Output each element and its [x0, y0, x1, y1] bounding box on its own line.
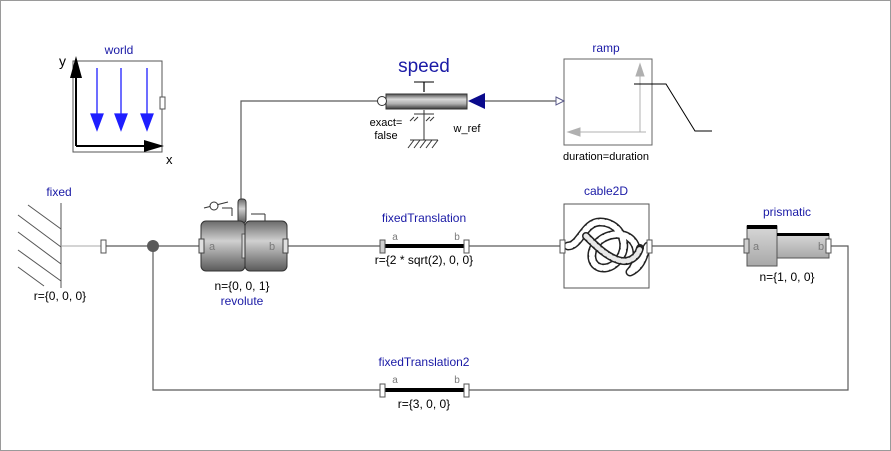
revolute-frame-a-connector[interactable] — [198, 238, 205, 254]
world-axis-y-label: y — [59, 53, 66, 69]
fixed-r-param: r={0, 0, 0} — [34, 289, 86, 303]
fixedTranslation2-port-b-label: b — [454, 375, 460, 386]
prismatic-label: prismatic — [763, 205, 811, 219]
cable2D-frame-b-connector[interactable] — [646, 239, 653, 254]
ramp-curve-icon — [634, 83, 712, 132]
speed-support-ground-icon — [407, 110, 439, 149]
ramp-component[interactable]: ramp duration=duration — [555, 41, 712, 163]
fixedTranslation2-port-a-label: a — [392, 375, 398, 386]
fixedTranslation-label: fixedTranslation — [382, 211, 466, 225]
speed-cylinder-icon — [385, 93, 468, 110]
ramp-graph-icon — [566, 62, 646, 137]
prismatic-frame-b-connector[interactable] — [825, 238, 832, 254]
connections — [106, 100, 849, 391]
fixedTranslation-component[interactable]: fixedTranslation a b r={2 * sqrt(2), 0, … — [375, 211, 473, 267]
revolute-component[interactable]: a b n={0, 0, 1} revolute — [198, 198, 289, 308]
connection-junction-dot — [147, 240, 159, 252]
fixedTranslation-port-b-label: b — [454, 232, 460, 243]
speed-flange-connector[interactable] — [377, 96, 387, 106]
prismatic-housing-icon — [746, 225, 778, 267]
fixedTranslation-frame-a-connector[interactable] — [379, 239, 386, 254]
cable2D-component[interactable]: cable2D — [559, 184, 653, 289]
fixed-ground-hatch-icon — [17, 203, 104, 288]
revolute-label: revolute — [221, 294, 264, 308]
fixedTranslation2-component[interactable]: fixedTranslation2 a b r={3, 0, 0} — [379, 355, 470, 411]
fixedTranslation-r-param: r={2 * sqrt(2), 0, 0} — [375, 253, 473, 267]
prismatic-slider-icon — [776, 233, 830, 259]
prismatic-n-param: n={1, 0, 0} — [759, 270, 814, 284]
revolute-right-drum-icon — [244, 220, 288, 272]
revolute-n-param: n={0, 0, 1} — [214, 279, 269, 293]
speed-exact-param: exact=false — [370, 117, 403, 142]
fixedTranslation2-frame-a-connector[interactable] — [379, 383, 386, 398]
fixed-frame-connector[interactable] — [100, 239, 107, 254]
ramp-output-connector[interactable] — [555, 96, 566, 106]
speed-component[interactable]: speed exact=false w_ref — [370, 56, 485, 149]
world-component[interactable]: world y x — [59, 43, 173, 167]
speed-label: speed — [398, 56, 450, 77]
fixed-component[interactable]: fixed r={0, 0, 0} — [17, 185, 107, 303]
prismatic-port-a-label: a — [753, 241, 760, 253]
prismatic-frame-a-connector[interactable] — [743, 238, 750, 254]
prismatic-component[interactable]: prismatic a b n={1, 0, 0} — [743, 205, 832, 284]
world-frame-connector[interactable] — [159, 96, 166, 110]
world-axis-x-label: x — [166, 152, 173, 167]
speed-exact-param-line2: false — [374, 130, 397, 142]
connection-fixedTranslation2-fixed[interactable] — [152, 246, 382, 391]
world-axes-icon — [70, 56, 164, 152]
revolute-frame-b-connector[interactable] — [282, 238, 289, 254]
connection-prismatic-fixedTranslation2[interactable] — [466, 245, 849, 391]
ramp-label: ramp — [592, 41, 620, 55]
revolute-port-a-label: a — [209, 241, 216, 253]
revolute-port-b-label: b — [269, 241, 275, 253]
revolute-drive-icon — [203, 201, 266, 222]
ramp-duration-param: duration=duration — [563, 151, 649, 163]
cable2D-knot-icon — [563, 217, 653, 277]
cable2D-frame-a-connector[interactable] — [559, 239, 566, 254]
connection-revolute-speed[interactable] — [240, 100, 382, 210]
speed-input-connector[interactable] — [468, 93, 485, 109]
fixedTranslation2-r-param: r={3, 0, 0} — [398, 397, 450, 411]
revolute-axis-flange-icon — [237, 198, 247, 224]
fixedTranslation2-frame-b-connector[interactable] — [463, 383, 470, 398]
world-gravity-arrows-icon — [90, 68, 154, 132]
fixedTranslation-port-a-label: a — [392, 232, 398, 243]
fixedTranslation2-label: fixedTranslation2 — [379, 355, 470, 369]
revolute-left-drum-icon — [200, 220, 246, 272]
speed-port-label: w_ref — [453, 123, 482, 135]
speed-exact-param-line1: exact= — [370, 117, 403, 129]
prismatic-port-b-label: b — [818, 241, 824, 253]
world-label: world — [104, 43, 134, 57]
cable2D-label: cable2D — [584, 184, 628, 198]
fixed-label: fixed — [46, 185, 71, 199]
fixedTranslation-frame-b-connector[interactable] — [463, 239, 470, 254]
